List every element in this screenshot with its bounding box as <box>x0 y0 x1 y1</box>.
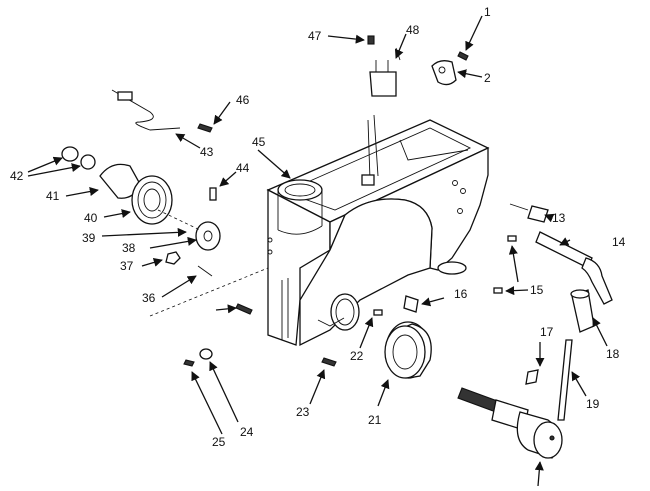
callout-37: 37 <box>120 259 134 273</box>
callout-46: 46 <box>236 93 250 107</box>
callout-48: 48 <box>406 23 420 37</box>
callout-19: 19 <box>586 397 600 411</box>
callout-42: 42 <box>10 169 24 183</box>
callout-44: 44 <box>236 161 250 175</box>
callout-36: 36 <box>142 291 156 305</box>
callout-45: 45 <box>252 135 266 149</box>
callout-47: 47 <box>308 29 322 43</box>
callout-22: 22 <box>350 349 364 363</box>
callout-17: 17 <box>540 325 554 339</box>
callout-2: 2 <box>484 71 491 85</box>
pinion-shaft <box>457 387 563 459</box>
head-casting <box>266 114 490 347</box>
callout-24: 24 <box>240 425 254 439</box>
callout-39: 39 <box>82 231 96 245</box>
callout-25: 25 <box>212 435 226 449</box>
leader-lines <box>27 15 608 487</box>
callout-23: 23 <box>296 405 310 419</box>
small-parts <box>61 35 549 367</box>
callout-1: 1 <box>484 5 491 19</box>
callout-16: 16 <box>454 287 468 301</box>
callout-41: 41 <box>46 189 60 203</box>
callout-15: 15 <box>530 283 544 297</box>
callout-labels: 1 2 13 14 15 16 17 18 19 21 22 23 24 25 … <box>10 5 626 449</box>
callout-21: 21 <box>368 413 382 427</box>
callout-38: 38 <box>122 241 136 255</box>
callout-13: 13 <box>552 211 566 225</box>
callout-18: 18 <box>606 347 620 361</box>
collar-21 <box>384 321 432 379</box>
callout-43: 43 <box>200 145 214 159</box>
callout-14: 14 <box>612 235 626 249</box>
handle-assembly <box>525 231 613 421</box>
callout-40: 40 <box>84 211 98 225</box>
bore-opening <box>317 293 360 331</box>
